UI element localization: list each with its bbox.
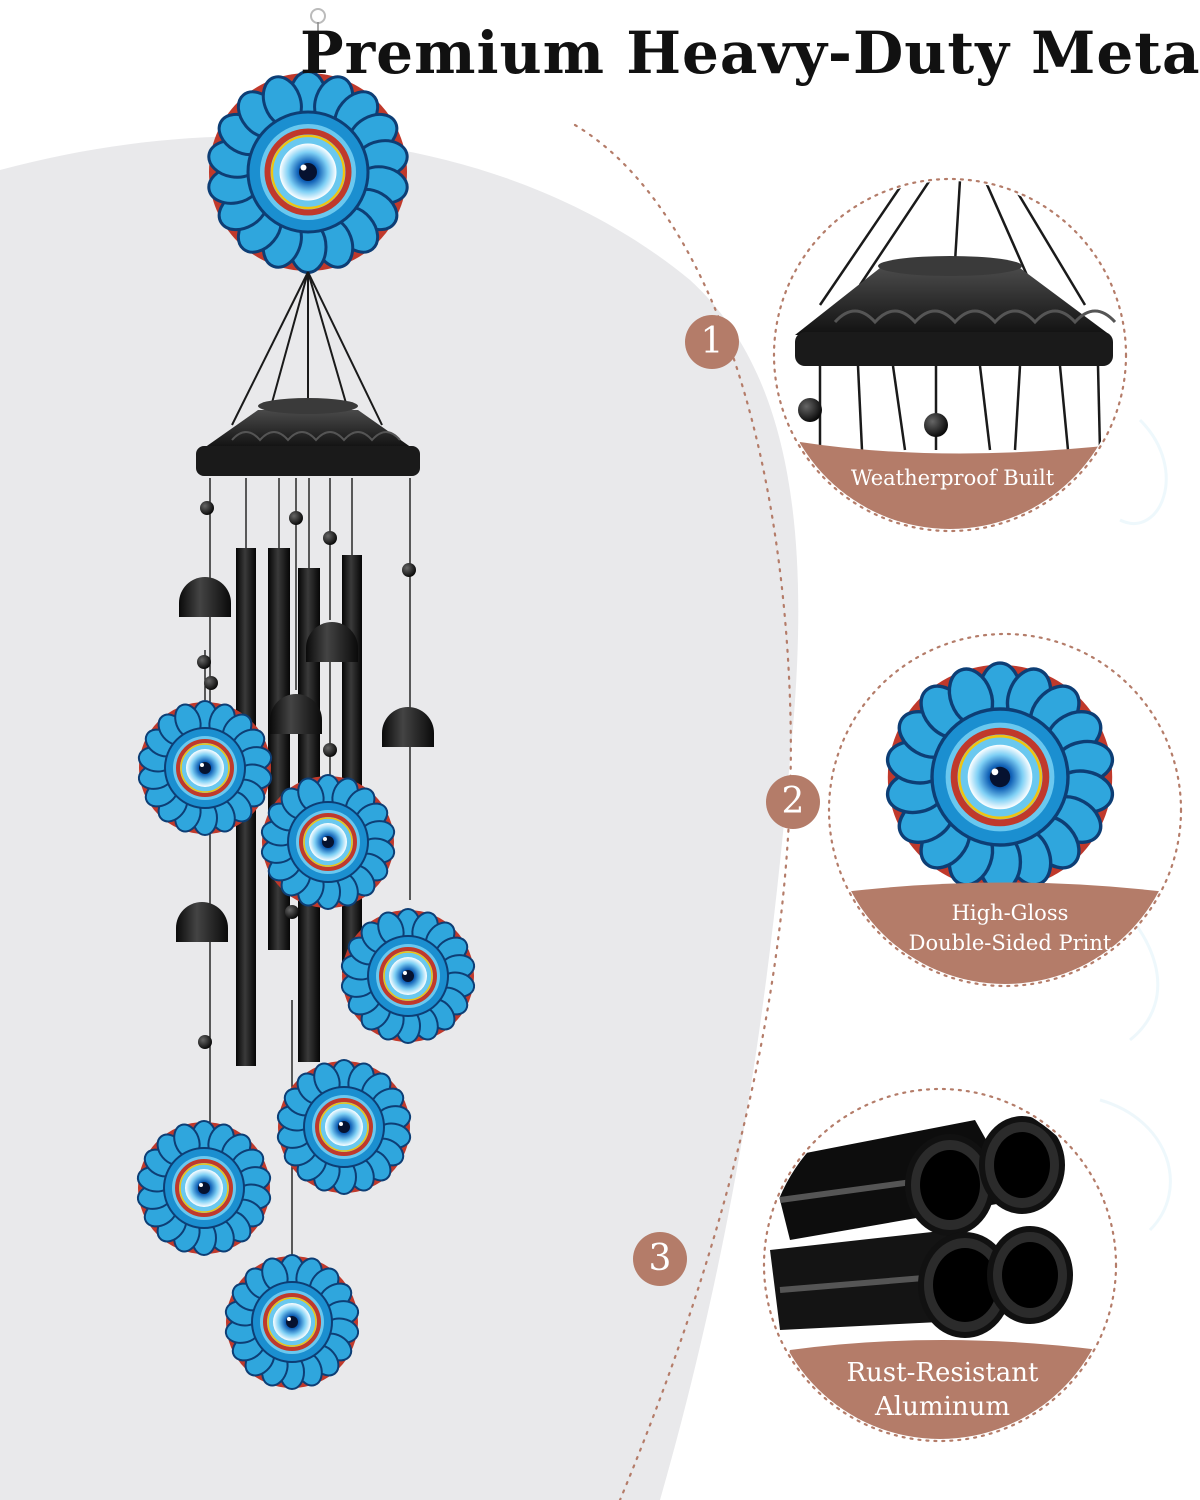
- caption-line: Aluminum: [875, 1392, 1010, 1422]
- dotted-connector: [573, 123, 792, 1500]
- headline: Premium Heavy-Duty Metal: [300, 19, 1200, 87]
- wind-chime: [133, 8, 479, 1392]
- aluminum-tubes: [770, 1116, 1073, 1338]
- chime-hat: [196, 398, 420, 476]
- feature-number-1: 1: [685, 315, 739, 369]
- feature-caption-2: High-Gloss Double-Sided Print: [880, 898, 1140, 958]
- feature-number-3: 3: [633, 1232, 687, 1286]
- caption-line: Double-Sided Print: [908, 931, 1112, 955]
- caption-line: Rust-Resistant: [846, 1358, 1039, 1388]
- caption-line: Weatherproof Built: [850, 466, 1055, 490]
- feature-caption-3: Rust-Resistant Aluminum: [800, 1356, 1085, 1424]
- feature-number-2: 2: [766, 775, 820, 829]
- feature-caption-1: Weatherproof Built: [800, 463, 1105, 493]
- background-panel: [0, 136, 799, 1500]
- caption-line: High-Gloss: [951, 901, 1069, 925]
- feature-circle-aluminum: [762, 1087, 1118, 1443]
